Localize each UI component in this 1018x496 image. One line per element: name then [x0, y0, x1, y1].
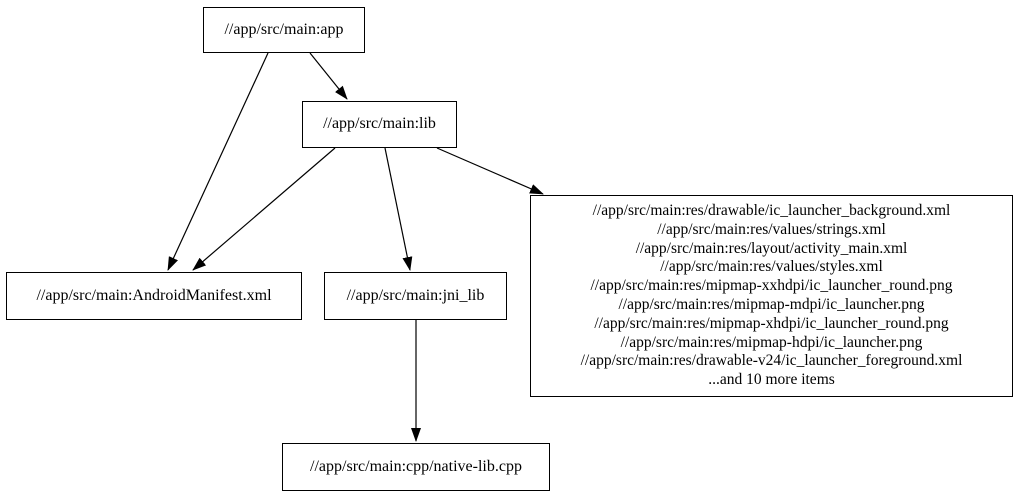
resource-item: //app/src/main:res/mipmap-xxhdpi/ic_laun…: [590, 277, 953, 295]
resource-item: //app/src/main:res/values/styles.xml: [660, 258, 883, 276]
node-lib-label: //app/src/main:lib: [323, 115, 436, 133]
node-android-manifest: //app/src/main:AndroidManifest.xml: [6, 272, 302, 320]
resource-item: //app/src/main:res/drawable-v24/ic_launc…: [580, 352, 963, 370]
edge-app-to-manifest: [167, 52, 269, 271]
resource-item: //app/src/main:res/mipmap-xhdpi/ic_launc…: [594, 314, 949, 332]
node-android-manifest-label: //app/src/main:AndroidManifest.xml: [36, 286, 272, 304]
node-native-lib-cpp: //app/src/main:cpp/native-lib.cpp: [282, 443, 550, 491]
node-resources-group: //app/src/main:res/drawable/ic_launcher_…: [530, 195, 1013, 397]
node-app: //app/src/main:app: [203, 7, 365, 53]
resource-item: //app/src/main:res/values/strings.xml: [657, 220, 886, 238]
edge-app-to-lib: [309, 52, 348, 100]
edge-lib-to-resources: [436, 147, 544, 195]
resource-item: //app/src/main:res/layout/activity_main.…: [635, 239, 908, 257]
node-jni-lib: //app/src/main:jni_lib: [324, 272, 507, 320]
edge-lib-to-jni-lib: [384, 147, 413, 271]
resource-item-more: ...and 10 more items: [708, 371, 835, 389]
resource-item: //app/src/main:res/mipmap-mdpi/ic_launch…: [618, 296, 925, 313]
resource-item: //app/src/main:res/mipmap-hdpi/ic_launch…: [620, 333, 923, 351]
node-jni-lib-label: //app/src/main:jni_lib: [346, 286, 485, 304]
node-lib: //app/src/main:lib: [302, 101, 457, 148]
node-app-label: //app/src/main:app: [224, 20, 344, 38]
resource-item: //app/src/main:res/drawable/ic_launcher_…: [592, 202, 951, 220]
edge-lib-to-manifest: [192, 147, 336, 271]
node-native-lib-cpp-label: //app/src/main:cpp/native-lib.cpp: [310, 457, 522, 475]
